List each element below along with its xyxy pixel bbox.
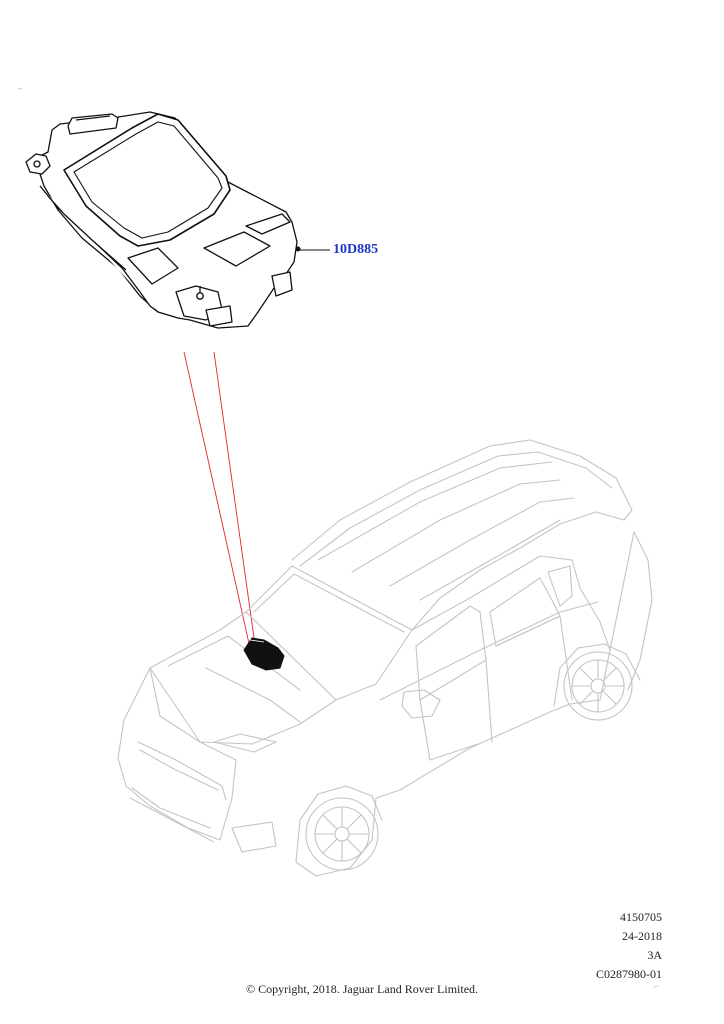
corner-mark-bottom: ⌐ xyxy=(654,982,659,991)
red-leader-lines xyxy=(183,351,255,649)
reference-line-2: 24-2018 xyxy=(622,929,662,943)
diagram-reference-block: 4150705 24-2018 3A C0287980-01 xyxy=(596,908,662,984)
suv-vehicle-outline-icon xyxy=(117,439,653,877)
part-callout-label[interactable]: 10D885 xyxy=(333,242,379,257)
reference-line-4: C0287980-01 xyxy=(596,967,662,981)
reference-line-3: 3A xyxy=(647,948,662,962)
callout-leader xyxy=(295,246,330,252)
mounted-module-icon xyxy=(243,637,285,671)
module-icon[interactable] xyxy=(25,111,298,329)
reference-line-1: 4150705 xyxy=(620,910,662,924)
copyright-notice: © Copyright, 2018. Jaguar Land Rover Lim… xyxy=(245,982,479,996)
corner-mark: ⌐ xyxy=(18,84,23,93)
